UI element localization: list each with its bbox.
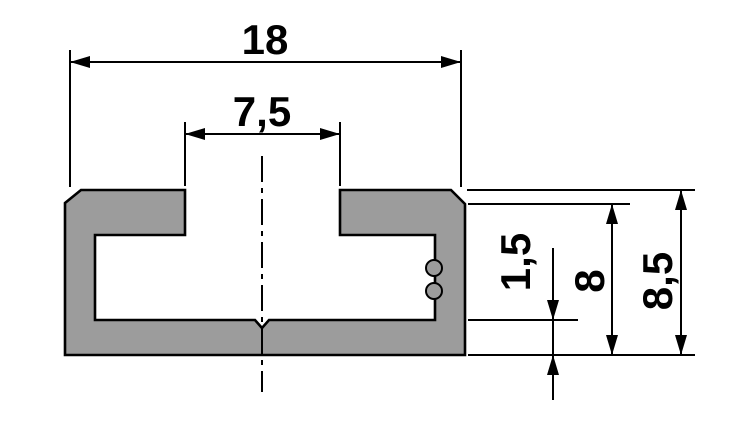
arrowhead-left-icon — [185, 128, 205, 140]
dimension-overall-height: 8,5 — [634, 190, 687, 355]
arrowhead-right-icon — [441, 56, 461, 68]
dimension-label-inner-height: 8 — [566, 269, 613, 292]
arrowhead-down-icon — [606, 335, 618, 355]
dimension-inner-height: 8 — [566, 204, 618, 355]
arrowhead-down-icon — [547, 300, 559, 320]
arrowhead-left-icon — [70, 56, 90, 68]
dimension-label-base-thickness: 1,5 — [492, 233, 539, 291]
dimension-base-thickness: 1,5 — [492, 233, 559, 400]
arrowhead-up-icon — [606, 204, 618, 224]
profile-cross-section — [63, 188, 467, 357]
dimension-overall-width: 18 — [69, 16, 462, 187]
arrowhead-down-icon — [675, 335, 687, 355]
dimension-label-slot-opening: 7,5 — [233, 88, 291, 135]
dimension-slot-opening: 7,5 — [184, 88, 341, 186]
screw-channel-bump-upper — [425, 259, 443, 277]
arrowhead-up-icon — [675, 190, 687, 210]
dimension-label-overall-height: 8,5 — [634, 252, 681, 310]
arrowhead-right-icon — [320, 128, 340, 140]
screw-channel-bump-lower — [425, 282, 443, 300]
dimension-label-overall-width: 18 — [242, 16, 289, 63]
arrowhead-up-icon — [547, 355, 559, 375]
